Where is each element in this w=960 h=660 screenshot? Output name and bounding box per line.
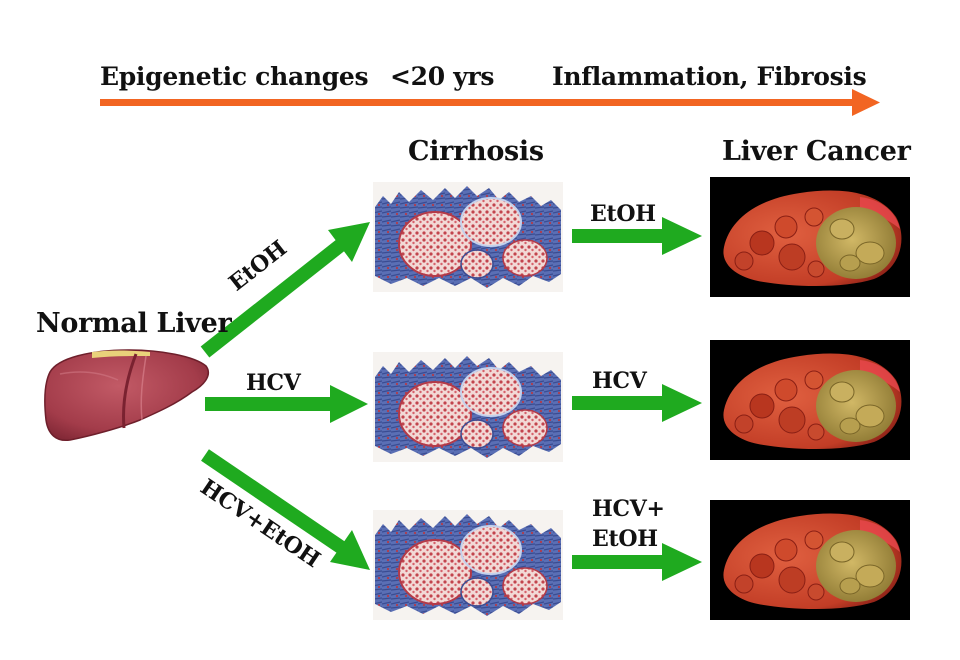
arrow-label-etoh-cancer: EtOH bbox=[590, 201, 656, 227]
timeline-label-epigenetic: Epigenetic changes bbox=[100, 62, 369, 91]
timeline-label-inflammation: Inflammation, Fibrosis bbox=[552, 62, 867, 91]
liver-cancer-photo-hcv bbox=[709, 339, 911, 461]
normal-liver-image bbox=[44, 349, 210, 442]
heading-cirrhosis: Cirrhosis bbox=[408, 136, 544, 167]
arrow-hcv-etoh-to-cirrhosis bbox=[201, 449, 370, 570]
cirrhosis-histology-etoh bbox=[372, 181, 564, 293]
arrow-label-hcv-cancer: HCV bbox=[592, 368, 647, 394]
arrow-hcv-to-cirrhosis bbox=[205, 385, 368, 423]
arrow-etoh-to-cancer bbox=[572, 217, 702, 255]
cirrhosis-histology-hcv-etoh bbox=[372, 509, 564, 621]
cirrhosis-histology-hcv bbox=[372, 351, 564, 463]
arrow-hcv-etoh-to-cancer bbox=[572, 543, 702, 581]
heading-normal-liver: Normal Liver bbox=[36, 308, 232, 339]
arrow-label-hcv-plus-cancer: HCV+ bbox=[592, 496, 665, 522]
timeline-arrow bbox=[100, 89, 880, 116]
heading-liver-cancer: Liver Cancer bbox=[722, 136, 911, 167]
arrow-hcv-to-cancer bbox=[572, 384, 702, 422]
timeline-label-duration: <20 yrs bbox=[390, 62, 495, 91]
arrow-etoh-to-cirrhosis bbox=[200, 222, 370, 358]
arrow-label-hcv-cirrhosis: HCV bbox=[246, 370, 301, 396]
liver-cancer-photo-hcv-etoh bbox=[709, 499, 911, 621]
liver-cancer-photo-etoh bbox=[709, 176, 911, 298]
arrow-label-etoh-cancer-line2: EtOH bbox=[592, 526, 658, 552]
